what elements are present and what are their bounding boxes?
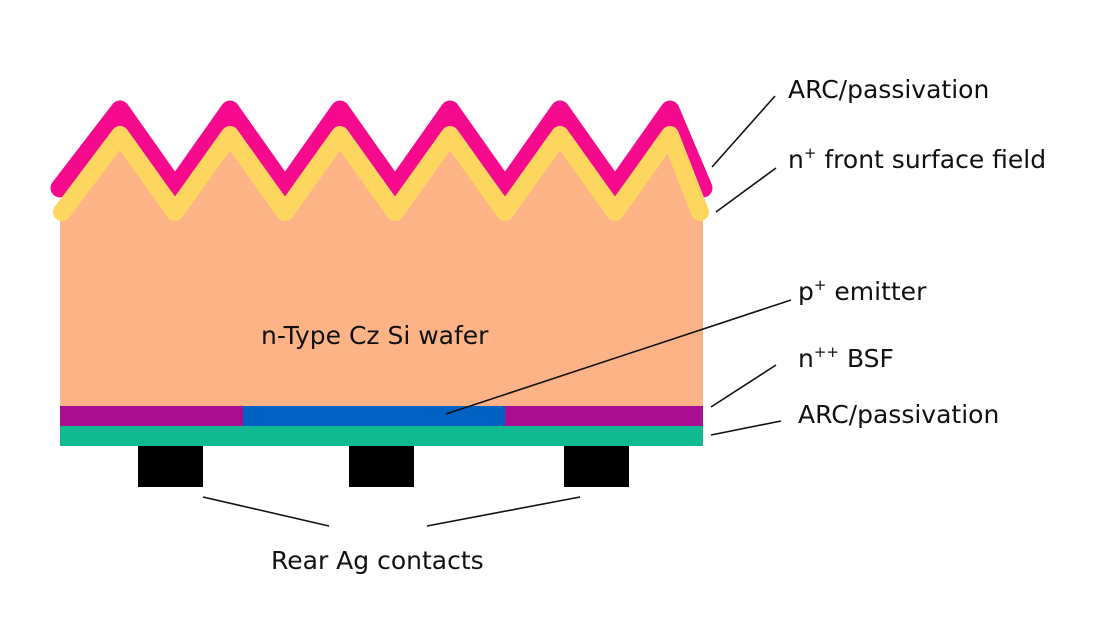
arc-bottom-layer — [60, 426, 703, 446]
label-emitter: p+ emitter — [798, 276, 927, 306]
label-fsf: n+ front surface field — [788, 144, 1046, 174]
rear-contact-3 — [564, 446, 629, 487]
leader-contacts-left — [202, 496, 330, 527]
leader-contacts-right — [426, 496, 581, 527]
leader-bottom-arc — [710, 420, 782, 436]
leader-emitter — [445, 299, 792, 415]
rear-contact-2 — [349, 446, 414, 487]
bsf-layer-left — [60, 406, 243, 426]
label-wafer: n-Type Cz Si wafer — [261, 321, 489, 350]
label-arc-bottom: ARC/passivation — [798, 400, 999, 429]
leader-fsf — [715, 167, 777, 213]
leader-top-arc — [711, 95, 776, 168]
label-bsf: n++ BSF — [798, 343, 894, 373]
wafer-body — [60, 112, 703, 406]
rear-contact-1 — [138, 446, 203, 487]
leader-bsf — [710, 364, 777, 408]
emitter-layer — [243, 406, 505, 426]
label-contacts: Rear Ag contacts — [271, 546, 484, 575]
label-arc-top: ARC/passivation — [788, 75, 989, 104]
fsf-layer — [53, 126, 709, 221]
bsf-layer-right — [505, 406, 703, 426]
arc-top-layer — [50, 100, 713, 198]
